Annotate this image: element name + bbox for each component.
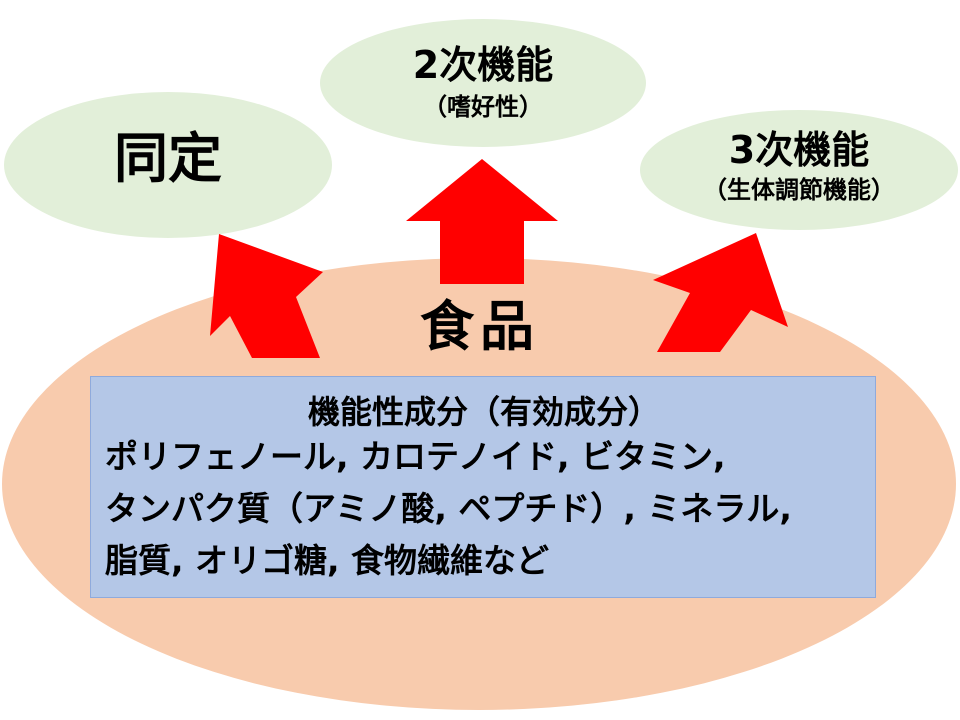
food-label: 食品: [420, 295, 540, 358]
tertiary-function-label: 3次機能: [728, 128, 870, 172]
tertiary-function-bubble: [640, 110, 958, 230]
doutei-label: 同定: [114, 127, 222, 190]
secondary-function-sublabel: （嗜好性）: [423, 93, 543, 121]
component-list-line: 脂質, オリゴ糖, 食物繊維など: [105, 541, 550, 580]
secondary-function-label: 2次機能: [412, 43, 554, 87]
arrow-to-doutei: [210, 234, 323, 358]
doutei-bubble: [4, 92, 332, 238]
secondary-function-bubble: [320, 19, 646, 147]
functional-components-title: 機能性成分（有効成分）: [307, 393, 660, 431]
arrow-to-secondary-function: [406, 159, 558, 284]
functional-components-box: 機能性成分（有効成分） ポリフェノール, カロテノイド, ビタミン, タンパク質…: [90, 376, 876, 598]
component-list-line: タンパク質（アミノ酸, ペプチド）, ミネラル,: [105, 489, 792, 528]
component-list-line: ポリフェノール, カロテノイド, ビタミン,: [105, 437, 726, 476]
arrow-to-tertiary-function: [653, 233, 788, 352]
tertiary-function-sublabel: （生体調節機能）: [703, 176, 895, 204]
